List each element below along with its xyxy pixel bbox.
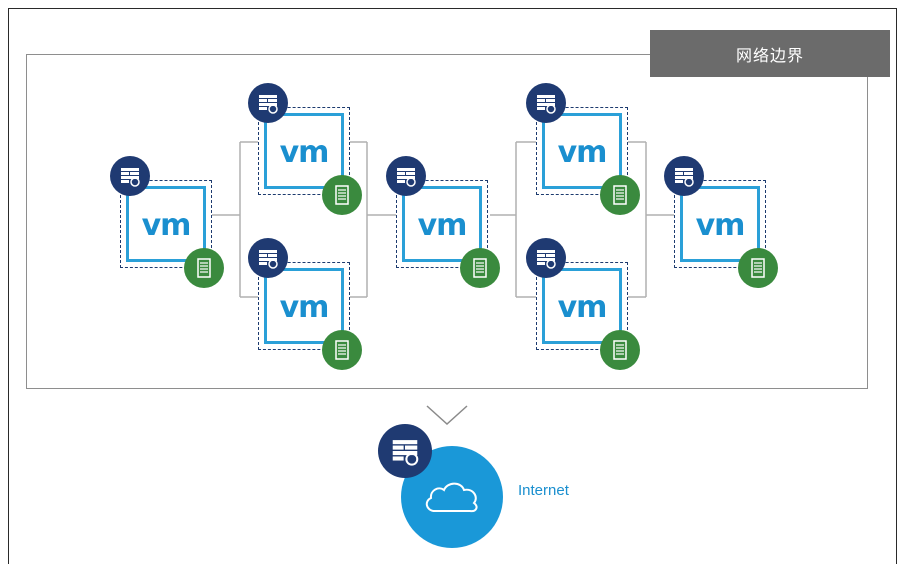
network-boundary-label: 网络边界	[650, 30, 890, 77]
firewall-icon	[248, 238, 288, 278]
vm-label: vm	[279, 134, 330, 170]
vm-box: vm	[126, 186, 206, 262]
firewall-icon	[526, 83, 566, 123]
vm-box: vm	[402, 186, 482, 262]
cloud-icon	[425, 482, 478, 513]
security-zone-outline	[674, 180, 766, 268]
security-zone-outline	[258, 262, 350, 350]
vm-label: vm	[141, 207, 192, 243]
vm-label: vm	[695, 207, 746, 243]
document-icon	[184, 248, 224, 288]
vm-node-2: vm	[248, 83, 366, 217]
vm-label: vm	[557, 289, 608, 325]
vm-node-4: vm	[386, 156, 504, 290]
vm-node-5: vm	[526, 83, 644, 217]
security-zone-outline	[396, 180, 488, 268]
security-zone-outline	[536, 262, 628, 350]
document-icon	[322, 330, 362, 370]
security-zone-outline	[536, 107, 628, 195]
outer-frame	[8, 8, 897, 564]
chevron-down-icon	[426, 405, 468, 426]
document-icon	[600, 330, 640, 370]
vm-node-1: vm	[110, 156, 228, 290]
firewall-icon	[386, 156, 426, 196]
internet-label: Internet	[518, 482, 569, 499]
vm-label: vm	[557, 134, 608, 170]
vm-box: vm	[542, 113, 622, 189]
document-icon	[322, 175, 362, 215]
security-zone-outline	[258, 107, 350, 195]
vm-box: vm	[680, 186, 760, 262]
document-icon	[460, 248, 500, 288]
firewall-icon	[378, 424, 432, 478]
vm-label: vm	[279, 289, 330, 325]
security-zone-outline	[120, 180, 212, 268]
firewall-icon	[248, 83, 288, 123]
firewall-icon	[526, 238, 566, 278]
vm-label: vm	[417, 207, 468, 243]
vm-node-3: vm	[248, 238, 366, 372]
firewall-icon	[110, 156, 150, 196]
vm-node-7: vm	[664, 156, 782, 290]
vm-box: vm	[264, 268, 344, 344]
vm-box: vm	[264, 113, 344, 189]
vm-box: vm	[542, 268, 622, 344]
document-icon	[738, 248, 778, 288]
document-icon	[600, 175, 640, 215]
firewall-icon	[664, 156, 704, 196]
vm-node-6: vm	[526, 238, 644, 372]
